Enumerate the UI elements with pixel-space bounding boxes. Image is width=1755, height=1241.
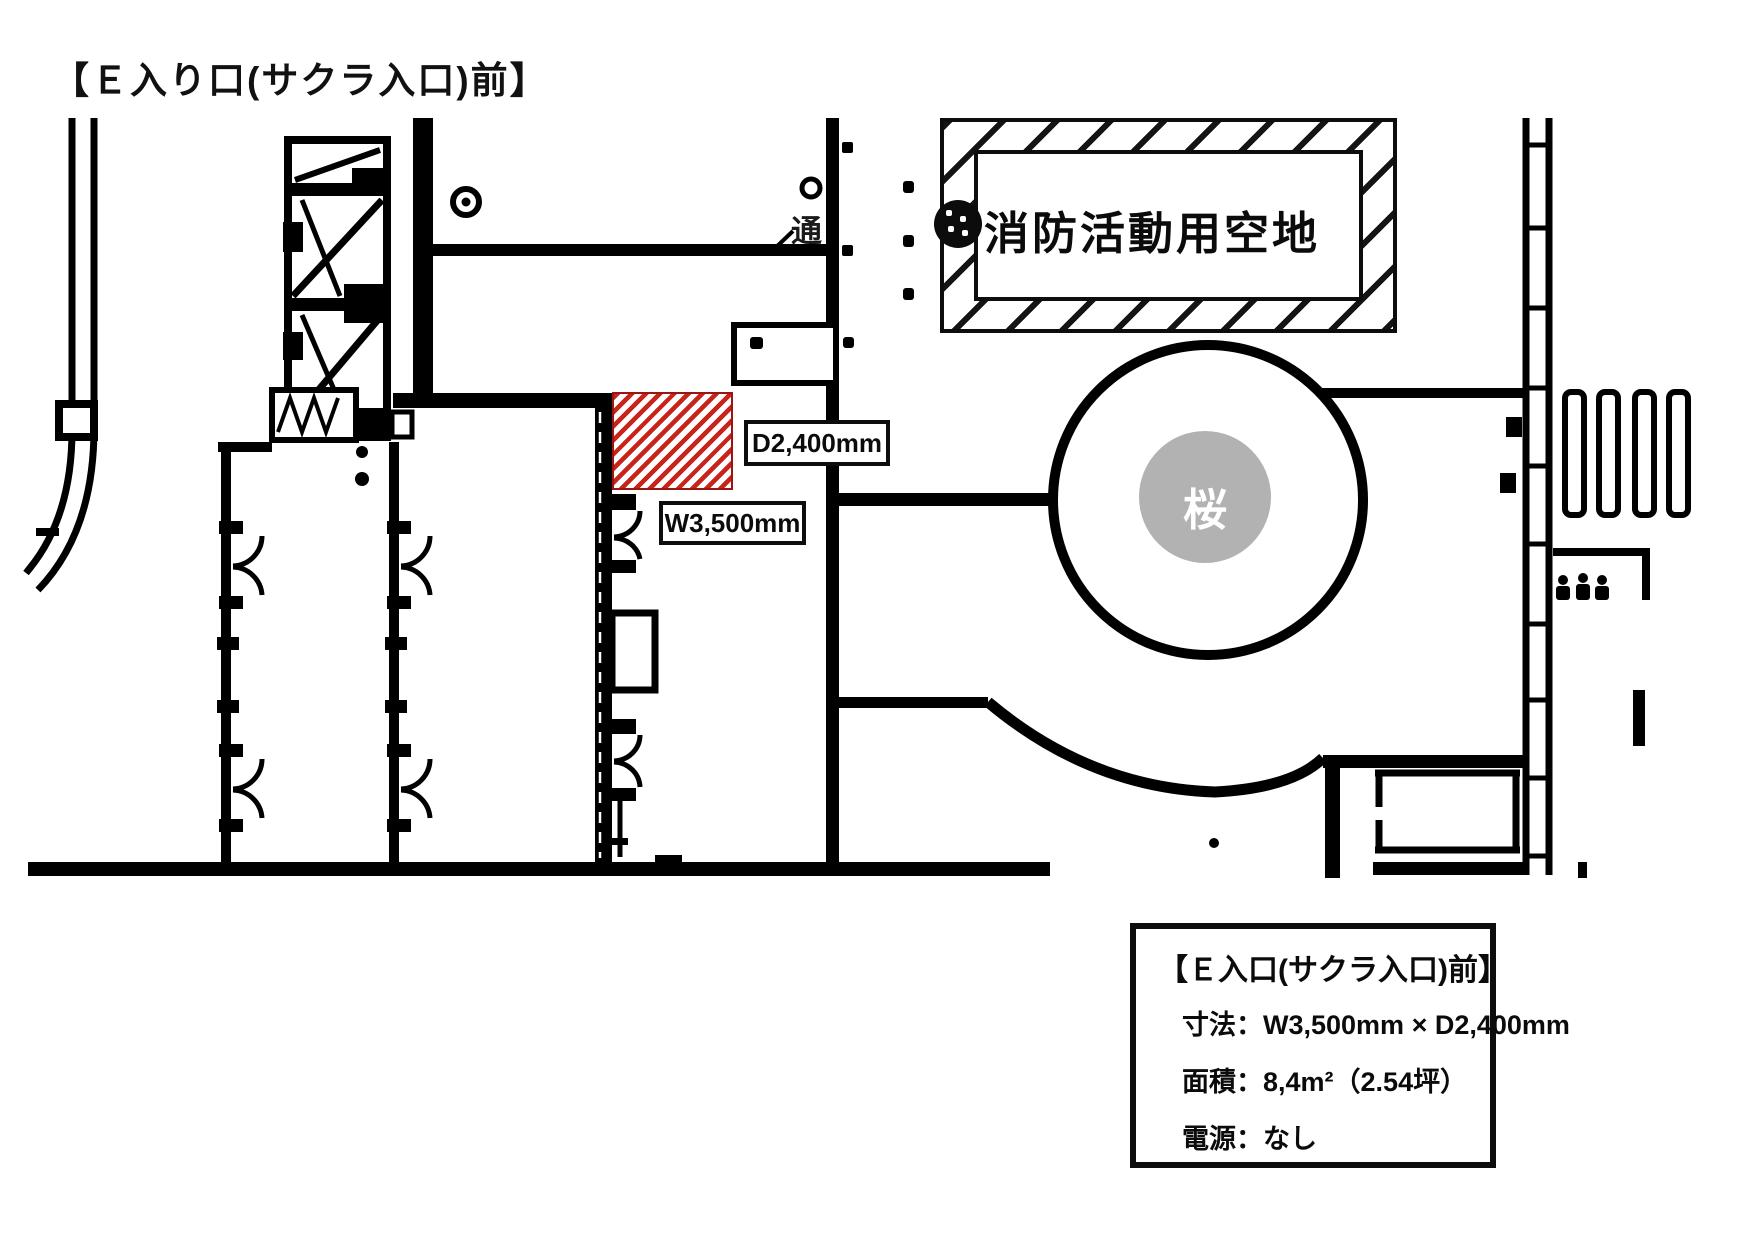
info-power: 電源：なし (1182, 1124, 1317, 1154)
road-curve (23, 118, 98, 593)
small-box (389, 409, 415, 440)
info-dimensions: 寸法：W3,500mm × D2,400mm (1182, 1010, 1570, 1040)
column-dots (355, 142, 1219, 848)
fence-bars (1562, 389, 1691, 518)
equipment-enclosure (1553, 548, 1650, 600)
width-dimension-label: W3,500mm (659, 501, 806, 545)
bottom-right-room (1375, 769, 1520, 854)
walls (28, 118, 1645, 878)
passage-marker (768, 176, 823, 255)
manhole-icon (450, 186, 482, 218)
door-symbols-corridor-wall (608, 494, 659, 857)
planter-box (269, 387, 359, 443)
door-symbols-wall-b (385, 521, 433, 832)
tree-canopy-circle (1139, 431, 1271, 563)
fire-activity-zone-inner (974, 150, 1363, 301)
info-area: 面積：8,4m²（2.54坪） (1182, 1067, 1468, 1097)
plaza-curved-wall (984, 697, 1327, 798)
signage-box (731, 322, 839, 386)
fire-zone-label: 消防活動用空地 (984, 208, 1321, 259)
people-icons (1556, 573, 1609, 600)
depth-dimension-label: D2,400mm (744, 420, 890, 466)
page-title: 【Ｅ入り口(サクラ入口)前】 (52, 60, 549, 101)
event-space-highlight (612, 392, 733, 490)
tree-label: 桜 (1183, 486, 1227, 535)
door-symbols-wall-a (217, 521, 265, 832)
info-box: 【Ｅ入口(サクラ入口)前】 寸法：W3,500mm × D2,400mm 面積：… (1130, 923, 1570, 1168)
info-box-title: 【Ｅ入口(サクラ入口)前】 (1158, 954, 1508, 987)
ladder-structure (1522, 118, 1553, 875)
passage-label: 通 (791, 214, 822, 249)
fire-zone-icon (934, 200, 982, 248)
